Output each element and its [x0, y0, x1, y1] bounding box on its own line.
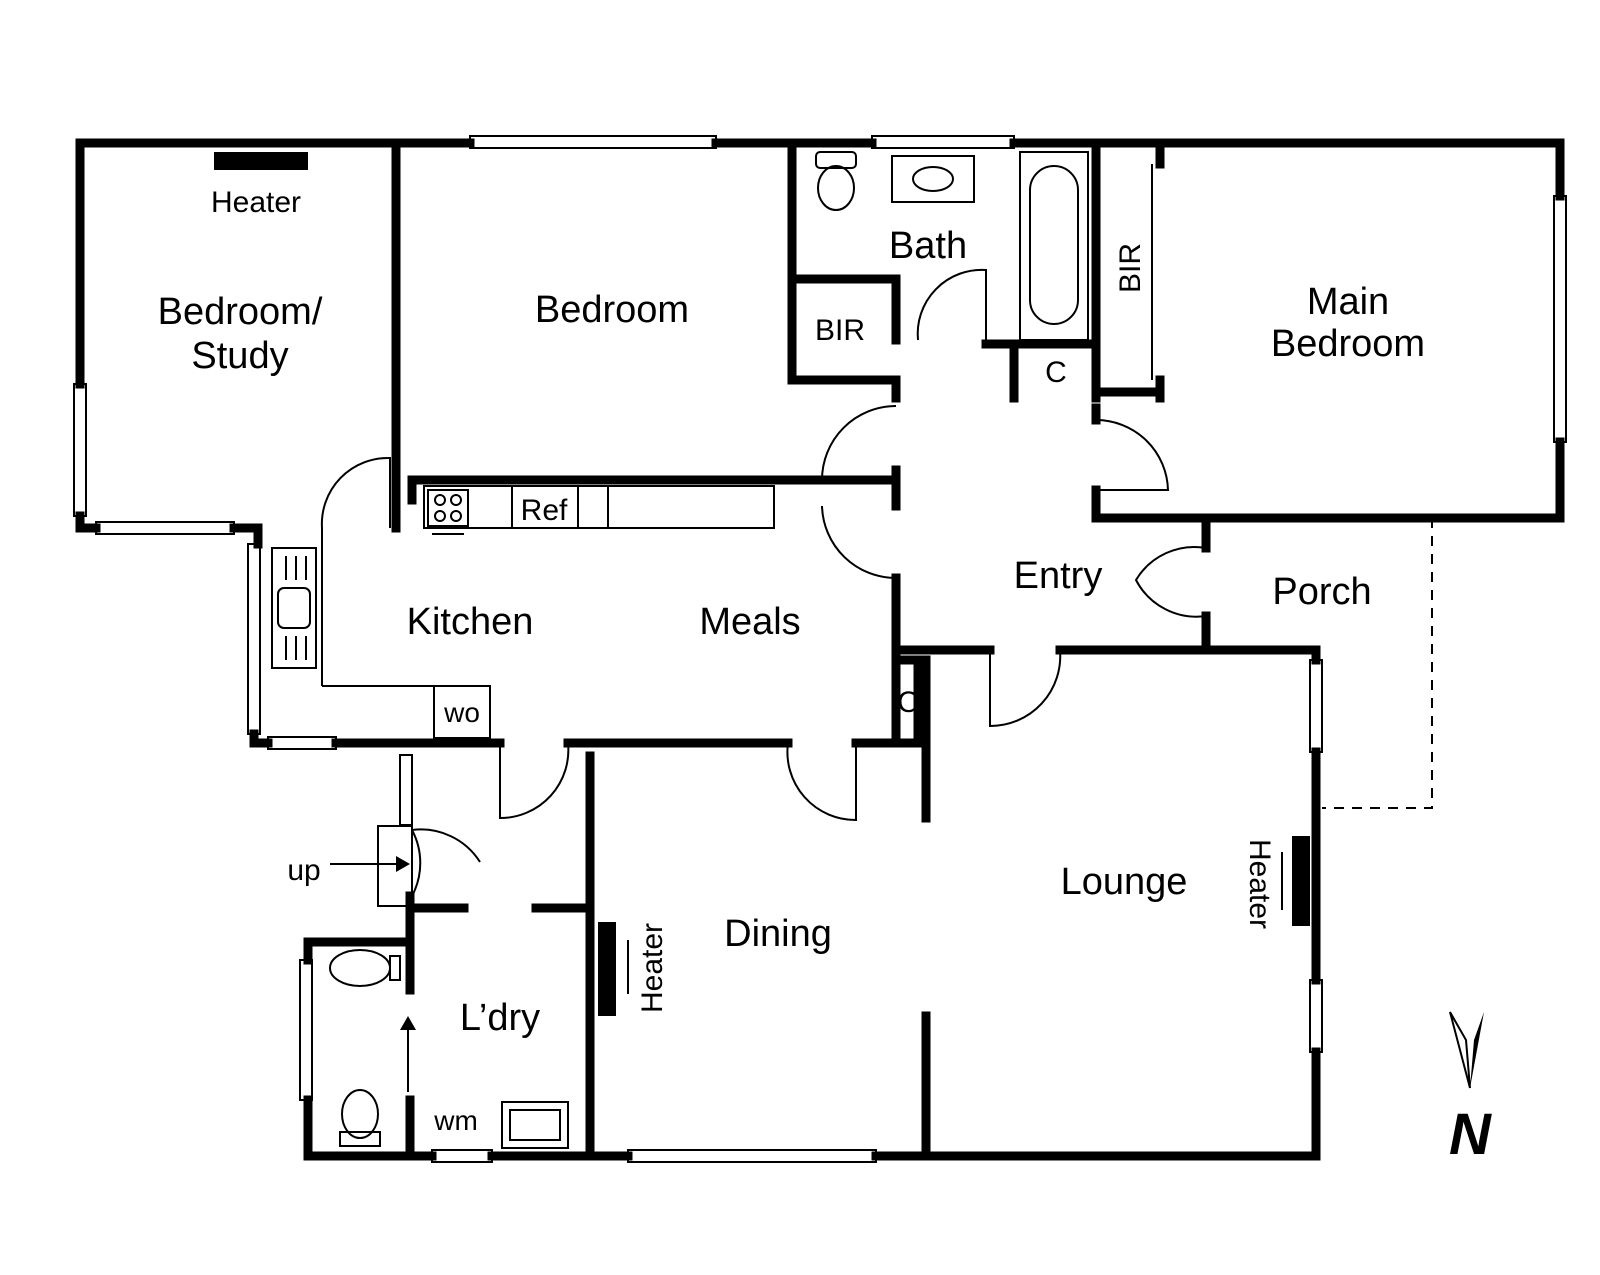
heater-lounge-label: Heater: [1243, 839, 1276, 929]
window-study-west: [73, 383, 87, 517]
laundry-arrow-icon: [400, 1016, 416, 1092]
walls: [75, 138, 1565, 1161]
door-bath: [916, 268, 987, 344]
wall-oven-label: wo: [443, 697, 480, 728]
door-back: [411, 828, 481, 897]
window-lounge-east-2: [1309, 979, 1323, 1053]
door-main-bedroom: [1095, 419, 1170, 491]
room-labels: Bedroom/ Study Bedroom Bath BIR BIR Main…: [158, 225, 1425, 1039]
stairs-up-arrow-icon: [330, 856, 410, 872]
door-meals: [821, 505, 897, 579]
wall-oven: [433, 685, 491, 739]
door-kitchen: [320, 456, 391, 529]
room-label-lounge: Lounge: [1061, 861, 1188, 903]
window-main-east: [1553, 195, 1567, 443]
sink-kitchen-icon: [271, 547, 317, 669]
room-label-main-bedroom-line2: Bedroom: [1271, 323, 1425, 365]
bathtub-icon: [1019, 151, 1089, 341]
window-laundry-north: [399, 754, 413, 826]
heater-dining-icon: [598, 922, 616, 1016]
fixture-labels: Heater Heater Heater Ref wo wm up N: [211, 186, 1492, 1167]
cooktop-icon: [427, 489, 469, 535]
door-stair-landing: [377, 825, 413, 907]
window-wc-west: [299, 959, 313, 1101]
window-bath-north: [871, 135, 1015, 149]
room-label-bedroom: Bedroom: [535, 289, 689, 331]
door-laundry: [499, 742, 570, 820]
room-label-laundry: L’dry: [460, 997, 540, 1039]
room-label-kitchen: Kitchen: [407, 601, 534, 643]
basin-bath-icon: [891, 155, 975, 203]
fixtures: [214, 151, 1484, 1149]
heater-dining-label: Heater: [636, 923, 669, 1013]
toilet-wc-1-icon: [329, 949, 401, 987]
door-lounge: [989, 649, 1062, 728]
room-label-closet-entry: C: [1045, 356, 1067, 389]
ref-label: Ref: [521, 494, 568, 527]
door-dining: [786, 742, 857, 822]
heater-lounge-icon: [1292, 836, 1310, 926]
window-bedroom-north: [469, 135, 717, 149]
kitchen-bench: [423, 485, 775, 529]
room-label-entry: Entry: [1014, 555, 1103, 597]
window-kitchen-south: [267, 736, 337, 750]
door-bedroom: [821, 405, 897, 481]
window-laundry-south: [431, 1149, 493, 1163]
room-label-dining: Dining: [724, 913, 832, 955]
window-study-south: [95, 521, 235, 535]
room-label-closet-meals: C: [897, 686, 919, 719]
door-front: [1134, 546, 1207, 618]
room-label-bedroom-study-line2: Study: [191, 335, 288, 377]
room-label-bath: Bath: [889, 225, 967, 267]
heater-study-icon: [214, 152, 308, 170]
room-label-meals: Meals: [699, 601, 800, 643]
window-dining-south: [627, 1149, 877, 1163]
stairs-up-label: up: [287, 854, 320, 887]
room-label-porch: Porch: [1272, 571, 1371, 613]
room-label-main-bedroom-line1: Main: [1307, 281, 1389, 323]
washing-machine-label: wm: [433, 1105, 478, 1136]
doors: [320, 268, 1207, 907]
laundry-tub-icon: [501, 1101, 569, 1149]
compass-label: N: [1449, 1102, 1492, 1167]
room-label-bedroom-study-line1: Bedroom/: [158, 291, 323, 333]
heater-study-label: Heater: [211, 186, 301, 219]
window-lounge-east-1: [1309, 659, 1323, 753]
room-label-bir-main: BIR: [1114, 243, 1147, 293]
toilet-wc-2-icon: [339, 1089, 381, 1147]
window-kitchen-west: [247, 543, 261, 735]
toilet-bath-icon: [815, 151, 857, 211]
room-label-bir-bedroom: BIR: [815, 314, 865, 347]
north-arrow-icon: [1449, 1011, 1484, 1089]
